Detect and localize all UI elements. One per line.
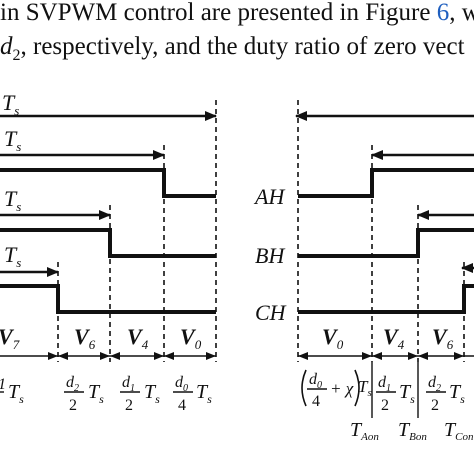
fraction-denominator: 2 [125,397,133,414]
fraction-numerator: d1 [122,374,135,394]
variable-d: d [0,33,13,60]
left-ts-labels: Ts Ts Ts Ts [2,90,21,270]
signal-label-ch: CH [255,300,287,325]
vector-label-v0: V0 [322,324,344,352]
ts-label: Ts [4,126,21,154]
signal-label-bh: BH [255,243,285,268]
fraction-denominator: 2 [381,397,389,414]
pwm-waveform-ah [298,168,474,198]
variable-subscript: 2 [12,47,21,64]
left-duty-fractions: 1 Ts d2 2 Ts d1 2 Ts d0 4 Ts [0,374,212,414]
vector-label-v4: V4 [127,324,149,352]
vector-label-v0: V0 [180,324,202,352]
fraction-denominator: 2 [431,397,439,414]
right-vector-labels: V0 V4 V6 [322,324,454,352]
pwm-waveform-ch [298,284,474,314]
caption-line-1: in SVPWM control are presented in Figure… [0,0,474,25]
time-label-bon: TBon [398,419,427,443]
left-timing-diagram [0,100,217,362]
fraction-suffix: Ts [358,377,372,399]
fraction-denominator: 2 [69,397,77,414]
vector-label-v6: V6 [432,324,454,352]
fraction-numerator: d2 [428,374,441,394]
caption-line-2: d2, respectively, and the duty ratio of … [0,34,465,64]
right-signal-labels: AH BH CH [253,184,287,325]
dimension-arrowheads [298,352,464,360]
fraction-suffix: Ts [449,381,465,406]
caption-text: in SVPWM control are presented in Figure [0,0,437,26]
fraction-suffix: Ts [196,381,212,406]
plus-chi-term: + χ [330,379,354,398]
fraction-numerator: d0 [175,374,188,394]
left-parenthesis [301,369,307,407]
right-duty-fractions: d1 2 Ts d2 2 Ts [376,374,465,414]
time-label-con: TCon [444,419,474,443]
time-label-aon: TAon [350,419,379,443]
right-parenthesis [354,369,360,407]
zero-vector-duty-expression: d0 4 + χ Ts [301,369,372,410]
signal-label-ah: AH [253,184,285,209]
ts-label: Ts [4,242,21,270]
ts-label: Ts [2,90,19,118]
fraction-numerator: d2 [66,374,79,394]
dimension-arrowheads [48,352,216,360]
fraction-denominator: 4 [312,393,320,410]
ts-label: Ts [4,186,21,214]
left-vector-labels: V7 V6 V4 V0 [0,324,202,352]
caption-text: , w [449,0,474,26]
vector-label-v7: V7 [0,324,20,352]
fraction-suffix: Ts [8,381,24,406]
pwm-waveform-phase-c [0,284,216,314]
fraction-numerator: d0 [309,371,322,391]
fraction-suffix: Ts [144,381,160,406]
vector-label-v4: V4 [383,324,405,352]
pwm-waveform-phase-a [0,168,216,198]
caption-text: , respectively, and the duty ratio of ze… [20,33,465,60]
pwm-waveform-bh [298,228,474,258]
fraction-numerator: 1 [0,376,6,393]
fraction-suffix: Ts [88,381,104,406]
figure-reference-link[interactable]: 6 [436,0,450,26]
fraction-suffix: Ts [399,381,415,406]
right-timing-diagram [295,100,474,418]
switching-time-labels: TAon TBon TCon [350,419,474,443]
fraction-denominator: 4 [178,397,186,414]
vector-label-v6: V6 [74,324,96,352]
pwm-waveform-phase-b [0,228,216,258]
fraction-numerator: d1 [378,374,391,394]
